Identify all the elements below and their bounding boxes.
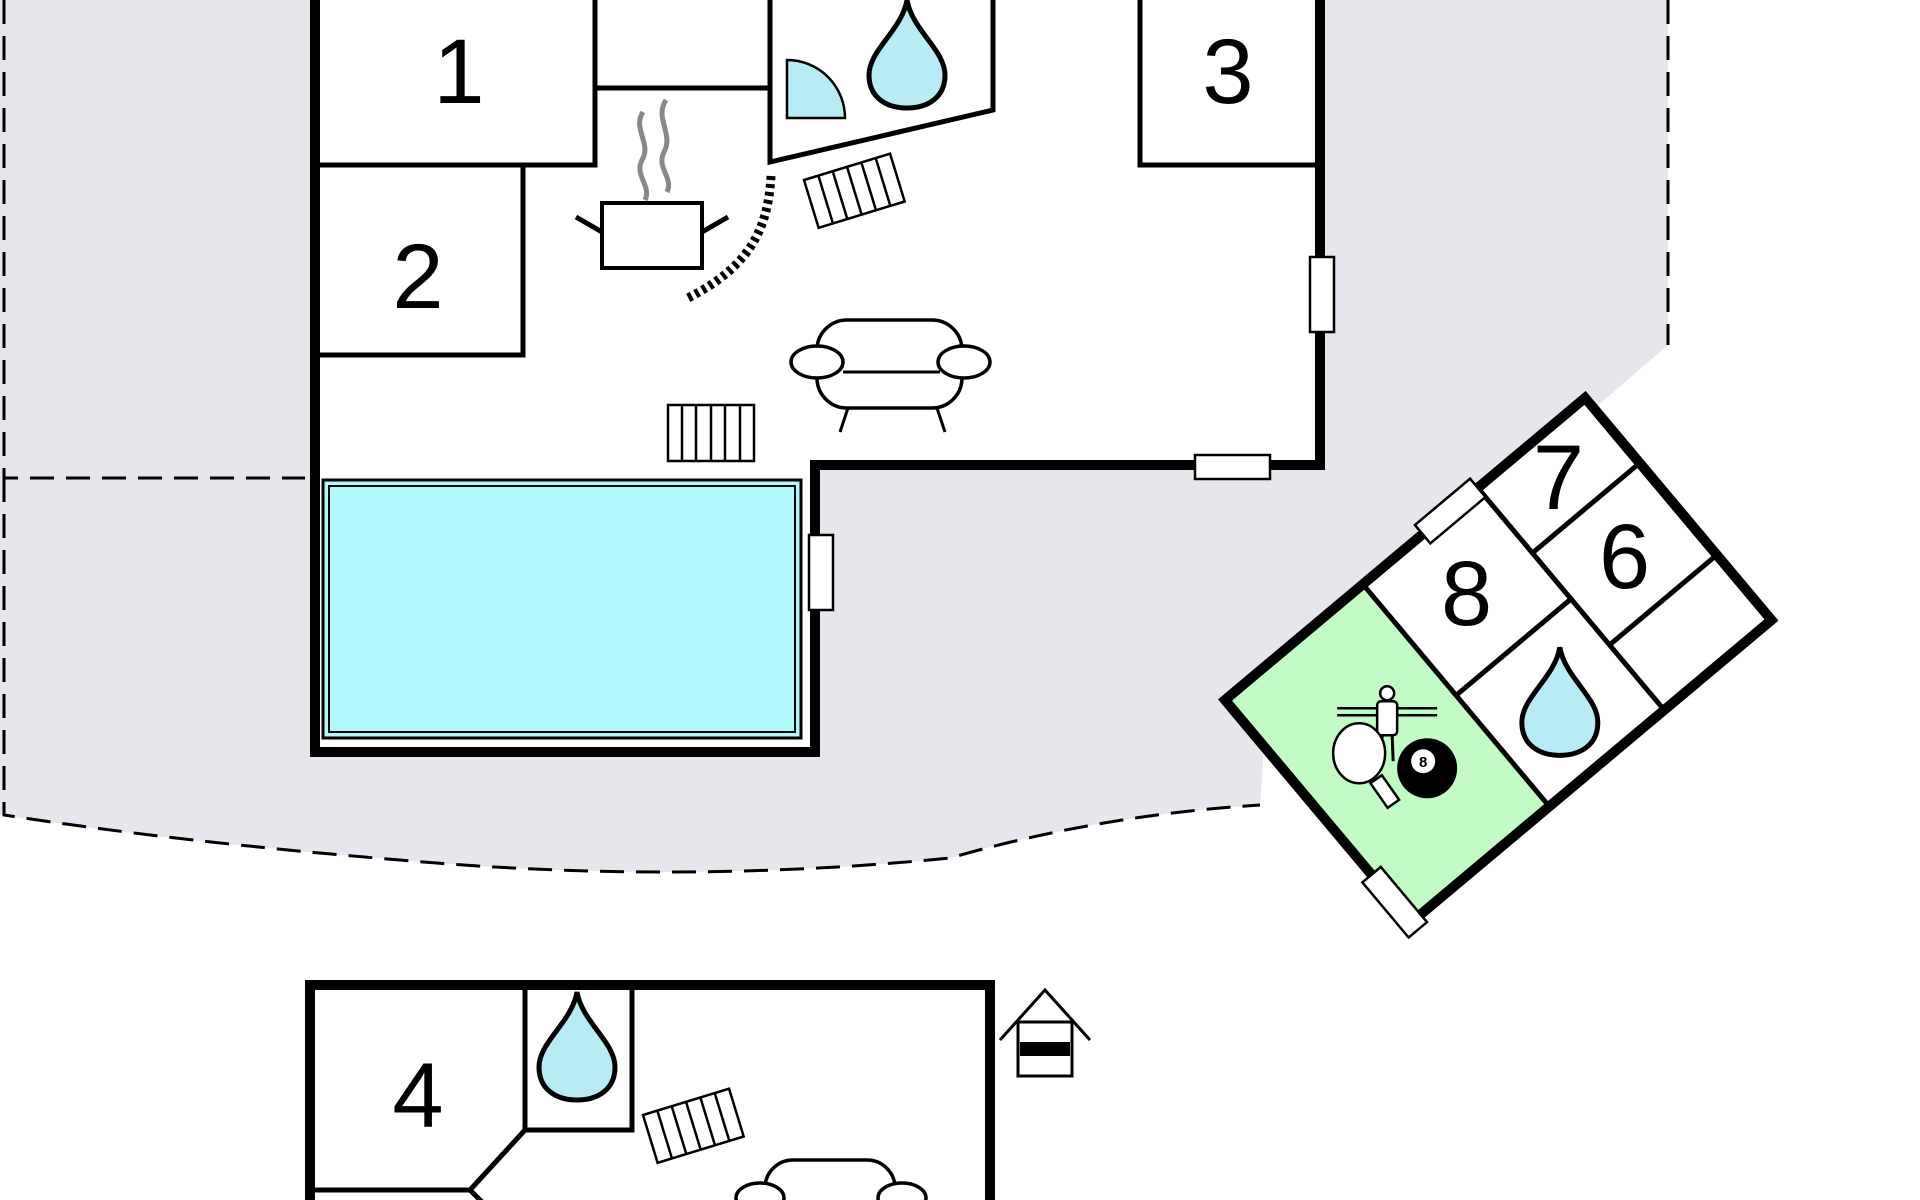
guest-house-interior-walls — [310, 985, 635, 1200]
sofa-icon — [789, 318, 992, 433]
water-drop-icon — [536, 991, 618, 1103]
water-drop-icon — [1519, 646, 1601, 758]
room-label-4: 4 — [392, 1045, 443, 1147]
doghouse-icon — [998, 987, 1092, 1078]
sofa-icon — [734, 1158, 928, 1200]
swimming-pool-edge — [328, 485, 796, 733]
billiard-ball-icon: 8 — [1397, 738, 1458, 799]
door-icon — [1360, 865, 1429, 940]
room-label-3: 3 — [1202, 21, 1253, 123]
door-icon — [807, 533, 835, 612]
door-icon — [1413, 476, 1488, 546]
room-label-8: 8 — [1441, 543, 1492, 645]
interior-walls — [315, 0, 1320, 358]
foosball-figure-icon — [1337, 684, 1438, 762]
room-label-7: 7 — [1533, 427, 1584, 529]
room-label-2: 2 — [392, 226, 443, 328]
shower-corner-icon — [785, 58, 847, 120]
room-label-1: 1 — [433, 21, 484, 123]
guest-house-walls — [305, 980, 995, 1200]
radiator-icon — [641, 1087, 746, 1165]
terrace-boundary — [2, 0, 1670, 874]
radiator-icon — [666, 403, 756, 463]
annex-building: 8 7 6 — [1217, 390, 1779, 940]
water-drop-icon — [866, 0, 948, 111]
annex-interior-walls — [1360, 461, 1719, 809]
table-tennis-paddle-icon — [1331, 721, 1401, 810]
cooking-pot-icon — [574, 98, 730, 270]
swimming-pool — [321, 478, 803, 740]
door-icon — [1193, 453, 1272, 481]
radiator-icon — [802, 152, 907, 230]
door-icon — [1308, 255, 1336, 334]
kitchen-counter-arc — [685, 175, 776, 303]
annex-walls — [1217, 390, 1779, 930]
activity-room — [1225, 584, 1550, 923]
room-label-6: 6 — [1599, 506, 1650, 608]
svg-text:8: 8 — [1419, 754, 1427, 771]
